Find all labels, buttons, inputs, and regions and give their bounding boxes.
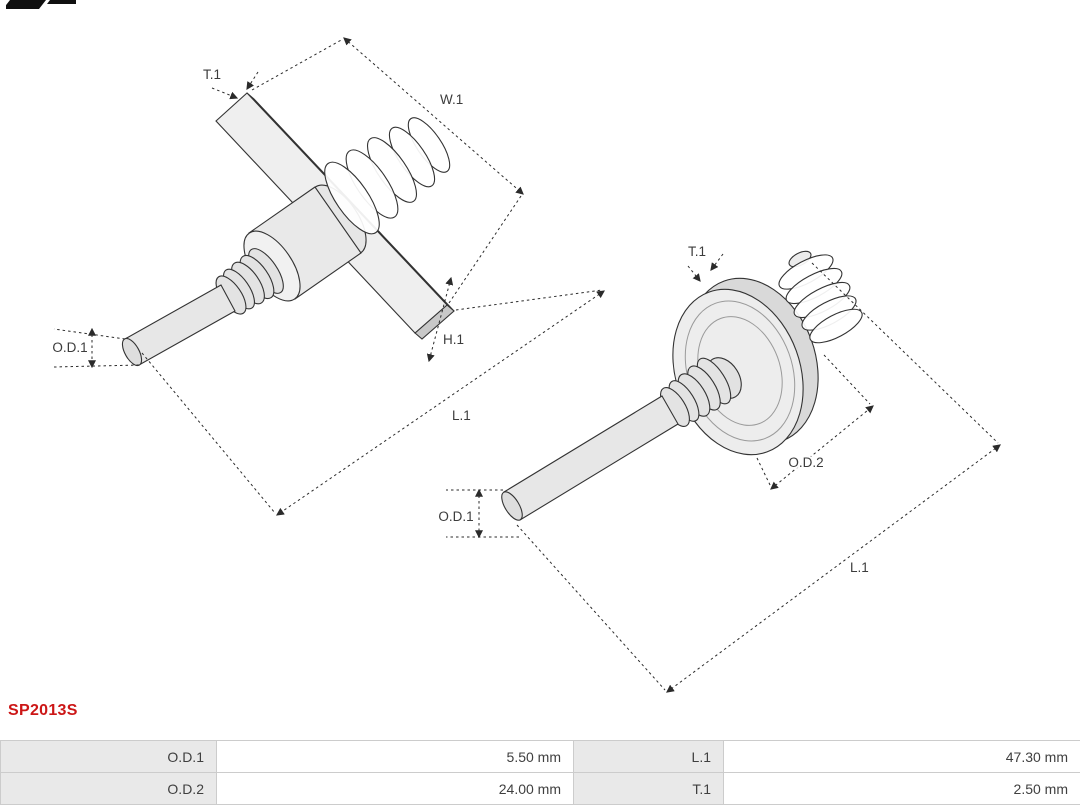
dim-line-w1 xyxy=(343,37,524,195)
ext-line-w1-a xyxy=(251,38,344,91)
table-row-2: O.D.2 24.00 mm T.1 2.50 mm xyxy=(0,772,1080,805)
right-part-drawing xyxy=(501,250,863,521)
dim-name-cell: T.1 xyxy=(573,772,724,805)
dim-label-l1-right: L.1 xyxy=(850,560,869,575)
dim-value-cell: 2.50 mm xyxy=(723,772,1080,805)
dim-line-t1-left xyxy=(211,87,239,100)
dim-name-cell: O.D.2 xyxy=(0,772,217,805)
dim-line-t1-left-2 xyxy=(246,71,259,91)
dim-line-l1-right xyxy=(666,444,1001,693)
left-part-dimensions: T.1 W.1 H.1 L.1 O.D.1 xyxy=(50,37,605,516)
technical-drawing: T.1 W.1 H.1 L.1 O.D.1 xyxy=(50,37,1001,693)
table-row-1: O.D.1 5.50 mm L.1 47.30 mm xyxy=(0,740,1080,773)
ext-line-l1-right-b xyxy=(516,524,666,691)
dim-value-cell: 24.00 mm xyxy=(216,772,574,805)
right-spring xyxy=(778,254,863,344)
ext-line-w1-b xyxy=(448,195,522,304)
dim-label-od1-right: O.D.1 xyxy=(438,509,473,524)
dim-label-h1: H.1 xyxy=(443,332,464,347)
dim-value-cell: 47.30 mm xyxy=(723,740,1080,773)
dim-label-t1-left: T.1 xyxy=(203,67,221,82)
dim-label-od2: O.D.2 xyxy=(788,455,823,470)
dim-label-t1-right: T.1 xyxy=(688,244,706,259)
left-part-drawing xyxy=(121,92,455,367)
ext-line-od1-left-a xyxy=(53,328,126,340)
dim-line-t1-right xyxy=(687,265,701,282)
dim-name-cell: O.D.1 xyxy=(0,740,217,773)
dim-label-w1: W.1 xyxy=(440,92,463,107)
ext-line-od1-left-b xyxy=(53,364,140,368)
ext-line-l1-left-b xyxy=(141,352,276,514)
dim-label-od1-left: O.D.1 xyxy=(52,340,87,355)
ext-line-l1-right-a xyxy=(811,262,999,444)
ext-line-od2-b xyxy=(823,354,871,405)
dimensions-table: O.D.1 5.50 mm L.1 47.30 mm O.D.2 24.00 m… xyxy=(0,740,1080,805)
dim-value-cell: 5.50 mm xyxy=(216,740,574,773)
dim-line-t1-right-2 xyxy=(710,253,724,271)
brand-logo-icon xyxy=(6,0,76,9)
dim-name-cell: L.1 xyxy=(573,740,724,773)
ext-line-od2-a xyxy=(756,457,772,488)
part-number: SP2013S xyxy=(8,702,78,719)
dim-line-l1-left xyxy=(276,290,605,516)
dim-label-l1-left: L.1 xyxy=(452,408,471,423)
right-part-dimensions: T.1 O.D.2 O.D.1 L.1 xyxy=(436,242,1001,693)
